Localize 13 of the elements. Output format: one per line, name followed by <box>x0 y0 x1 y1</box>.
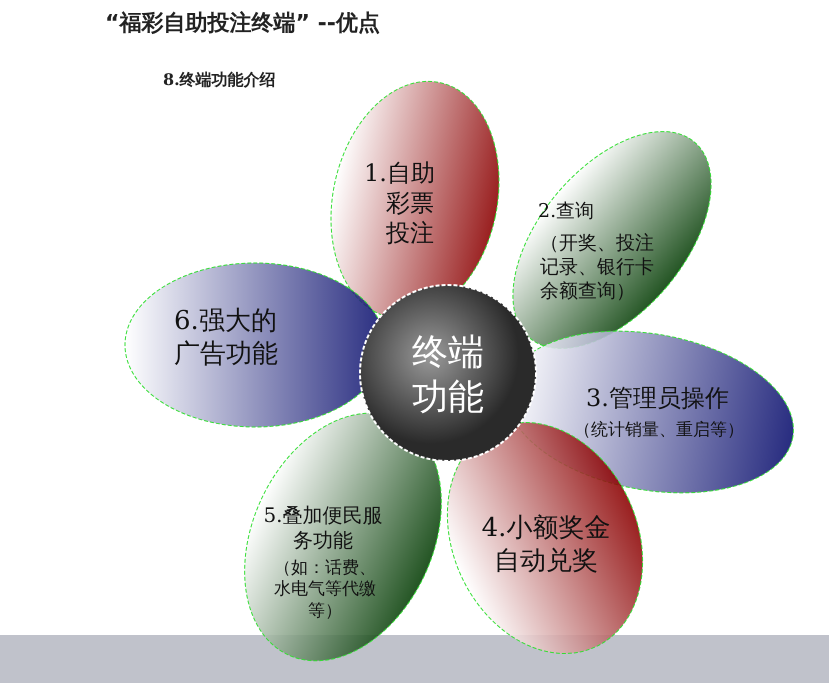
section-heading: 8.终端功能介绍 <box>163 70 276 91</box>
petal-note: （开奖、投注记录、银行卡余额查询） <box>540 232 655 304</box>
floor-band <box>0 635 829 683</box>
petal-title: 1.自助彩票投注 <box>364 158 436 248</box>
petal-note: （统计销量、重启等） <box>574 420 745 442</box>
petal-title: 2.查询 <box>538 200 596 224</box>
petal-title: 4.小额奖金自动兑奖 <box>480 512 612 577</box>
center-label: 终端功能 <box>411 331 485 420</box>
petal-title: 6.强大的广告功能 <box>174 305 279 370</box>
title: “福彩自助投注终端” --优点 <box>105 10 380 38</box>
petal-title: 3.管理员操作 <box>586 383 730 413</box>
petal-note: （如：话费、水电气等代缴等） <box>273 558 377 622</box>
petal-title: 5.叠加便民服务功能 <box>262 503 384 553</box>
